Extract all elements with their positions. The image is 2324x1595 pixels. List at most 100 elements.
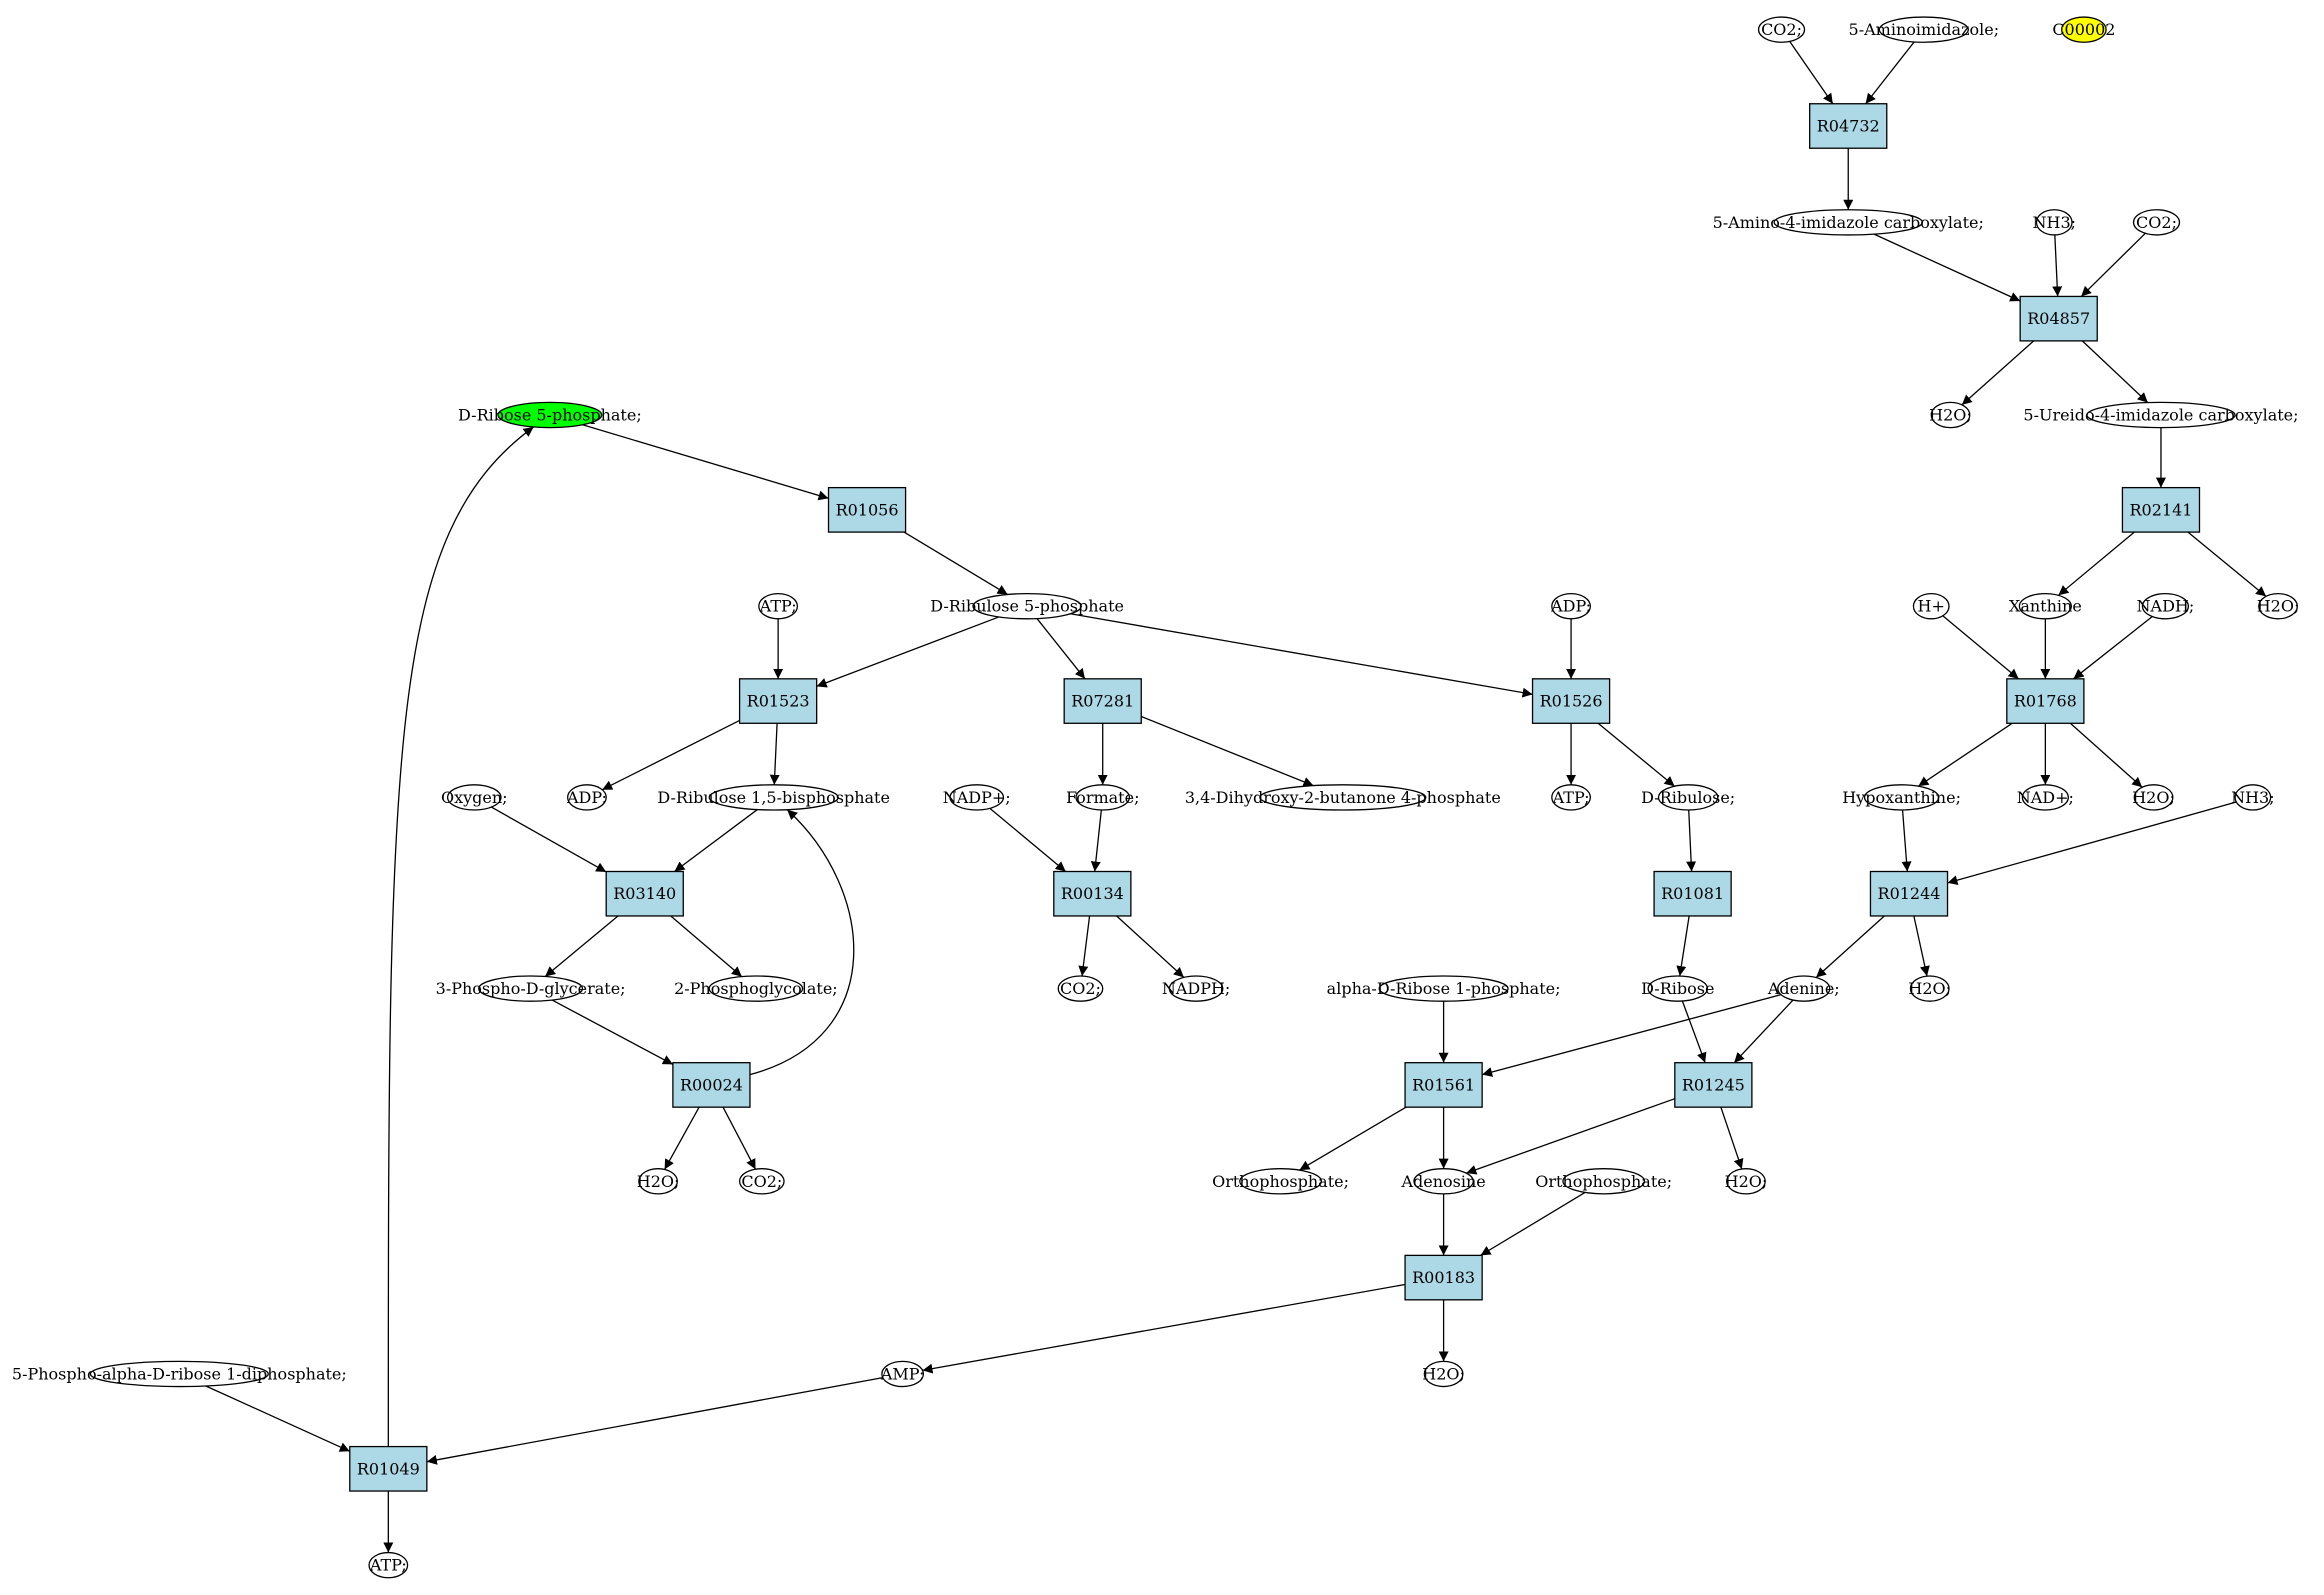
edge-r_R03140-to-c_2pg [670,915,743,978]
compound-node-c-co2-2: CO2; [2132,209,2181,236]
edge-r_R01523-to-c_adp_2 [601,719,740,791]
compound-ellipse [1259,784,1427,811]
compound-node-c-hplus: H+ [1912,592,1950,620]
edge-r_R01768-to-c_h2o_3 [2069,722,2143,788]
node-label: H2O; [1908,979,1951,998]
compound-node-c-atp-3: ATP; [368,1551,409,1579]
node-label: 5-Aminoimidazole; [1849,20,2000,39]
edge-c_formate-to-r_R00134 [1090,809,1103,872]
compound-ellipse [1413,1168,1474,1195]
compound-ellipse [1551,784,1591,811]
compound-node-c-co2-3: CO2; [1057,975,1104,1002]
node-label: 5-Phospho-alpha-D-ribose 1-diphosphate; [12,1364,347,1383]
compound-ellipse [1757,16,1806,43]
compound-ellipse [1647,975,1709,1002]
edge-c_dribulose5p-to-r_R01526 [1070,613,1533,698]
edge-c_hypoxanthine-to-r_R01244 [1901,809,1912,872]
reaction-node-r-r01245: R01245 [1674,1062,1753,1108]
reaction-box [1404,1062,1483,1108]
edge-r_R04857-to-c_h2o_1 [1961,340,2035,406]
node-label: CO2; [2136,213,2177,232]
compound-ellipse [1878,16,1969,43]
edge-r_R00024-to-c_h2o_5 [664,1106,700,1170]
node-label: ATP; [369,1556,407,1575]
node-label: R01526 [1540,692,1603,711]
edge-r_R01523-to-c_drb15bp [769,723,780,785]
compound-node-c-nadpplus: NADP+; [943,784,1011,811]
reaction-box [1404,1254,1483,1301]
node-label: R04732 [1817,116,1880,135]
edges-layer [205,41,2267,1553]
compound-ellipse [2132,209,2181,236]
node-label: NADH; [2137,597,2195,616]
edge-r_R00024-to-c_drb15bp [749,809,855,1076]
node-label: Formate; [1066,788,1140,807]
compound-node-c-adr1p: alpha-D-Ribose 1-phosphate; [1327,975,1561,1002]
compound-node-c-atp-2: ATP; [1551,784,1591,811]
edge-c_5aminoimidazole-to-r_R04732 [1865,41,1915,105]
node-label: Adenosine [1400,1172,1485,1191]
compound-ellipse [2234,784,2272,811]
compound-ellipse [758,592,799,620]
compound-node-c-adp-2: ADP; [566,784,607,811]
reaction-node-r-r01081: R01081 [1653,870,1732,917]
edge-c_dribulose5p-to-r_R01523 [816,616,1000,688]
node-label: 5-Ureido-4-imidazole carboxylate; [2023,406,2298,425]
compound-node-c-34dh2b4p: 3,4-Dihydroxy-2-butanone 4-phosphate [1185,784,1501,811]
compound-ellipse [368,1551,409,1579]
edge-c_nh3_1-to-r_R04857 [2052,234,2063,297]
compound-ellipse [1912,592,1950,620]
compound-ellipse [2061,16,2107,43]
compound-ellipse [2141,592,2190,620]
compound-node-c-5u4ic: 5-Ureido-4-imidazole carboxylate; [2023,401,2299,429]
edge-c_dribulose5p-to-r_R07281 [1036,618,1086,680]
compound-node-c-h2o-5: H2O; [637,1168,679,1195]
node-label: R07281 [1071,692,1134,711]
node-label: NAD+; [2017,788,2074,807]
reaction-box [2019,295,2098,342]
compound-node-c-atp-1: ATP; [758,592,799,620]
node-label: H2O; [1725,1172,1768,1191]
node-label: R01245 [1682,1075,1745,1094]
reaction-node-r-r07281: R07281 [1063,678,1142,724]
edge-r_R00134-to-c_co2_3 [1078,915,1091,977]
edge-r_R00134-to-c_nadph [1116,915,1185,978]
reaction-node-r-r04857: R04857 [2019,295,2098,342]
reaction-node-r-r04732: R04732 [1809,103,1888,149]
edge-r_R00183-to-c_amp [922,1283,1406,1374]
edge-c_drb15bp-to-r_R03140 [674,809,758,873]
compound-ellipse [1930,401,1971,429]
compound-ellipse [1239,1168,1322,1195]
reaction-node-r-r00183: R00183 [1404,1254,1483,1301]
compound-node-c-c00002: C00002 [2052,16,2115,43]
edge-r_R01056-to-c_dribulose5p [903,531,1008,596]
compound-ellipse [1726,1168,1766,1195]
compound-ellipse [1378,975,1509,1002]
compound-node-c-h2o-1: H2O; [1929,401,1972,429]
edge-r_R07281-to-c_34dh2b4p [1141,715,1314,787]
reaction-node-r-r02141: R02141 [2121,486,2201,533]
edge-c_amp-to-r_R01049 [426,1376,883,1465]
edge-c_orthophosphate_2-to-r_R00183 [1480,1191,1586,1256]
compound-node-c-adp-1: ADP; [1550,592,1591,620]
node-label: ADP; [1550,597,1591,616]
reaction-node-r-r01523: R01523 [738,678,818,724]
node-label: Oxygen; [441,788,508,807]
compound-ellipse [881,1360,925,1388]
compound-ellipse [2258,592,2298,620]
compound-node-c-amp: AMP; [880,1360,925,1388]
node-label: R00183 [1412,1268,1475,1287]
node-label: Xanthine [2009,597,2082,616]
node-label: ADP; [566,788,607,807]
edge-r_R04857-to-c_5u4ic [2081,340,2149,404]
node-label: R04857 [2027,309,2090,328]
compound-ellipse [89,1360,269,1388]
node-label: D-Ribulose; [1641,788,1735,807]
edge-c_oxygen-to-r_R03140 [491,806,607,873]
edge-c_adenine-to-r_R01245 [1733,999,1794,1064]
edge-r_R01245-to-c_h2o_6 [1720,1106,1744,1170]
compound-ellipse [1909,975,1950,1002]
compound-ellipse [1551,592,1591,620]
node-label: R01523 [747,692,810,711]
